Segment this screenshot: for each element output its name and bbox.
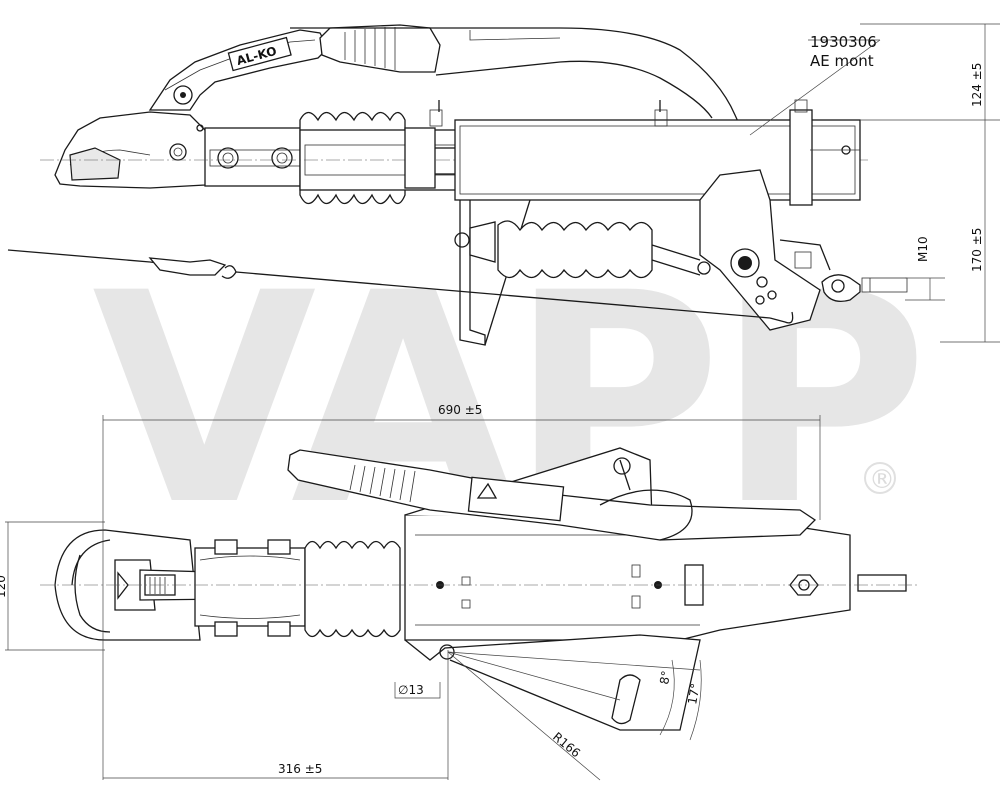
dim-radius: R166	[550, 730, 583, 761]
alko-logo: AL-KO	[227, 36, 292, 72]
side-view: AL-KO	[7, 23, 1000, 346]
dim-angle-small: 8°	[657, 670, 673, 686]
dim-thread: M10	[916, 236, 930, 262]
part-variant: AE mont	[810, 52, 874, 70]
top-view	[5, 415, 920, 781]
dim-angle-large: 17°	[685, 682, 702, 705]
lever-top	[287, 449, 817, 541]
dim-hole-diameter: ∅13	[398, 683, 424, 697]
dim-overall-length: 690 ±5	[438, 403, 482, 417]
part-code: 1930306	[810, 33, 877, 51]
spring-side	[454, 220, 701, 279]
dim-height-lower: 170 ±5	[970, 228, 984, 272]
dim-width: 120	[0, 575, 8, 598]
dims-top	[5, 415, 821, 781]
dim-coupling-to-hole: 316 ±5	[278, 762, 322, 776]
registered-mark: ®	[869, 465, 895, 495]
dims-side	[749, 23, 1000, 343]
dim-height-upper: 124 ±5	[970, 63, 984, 107]
brake-cable	[7, 249, 794, 324]
